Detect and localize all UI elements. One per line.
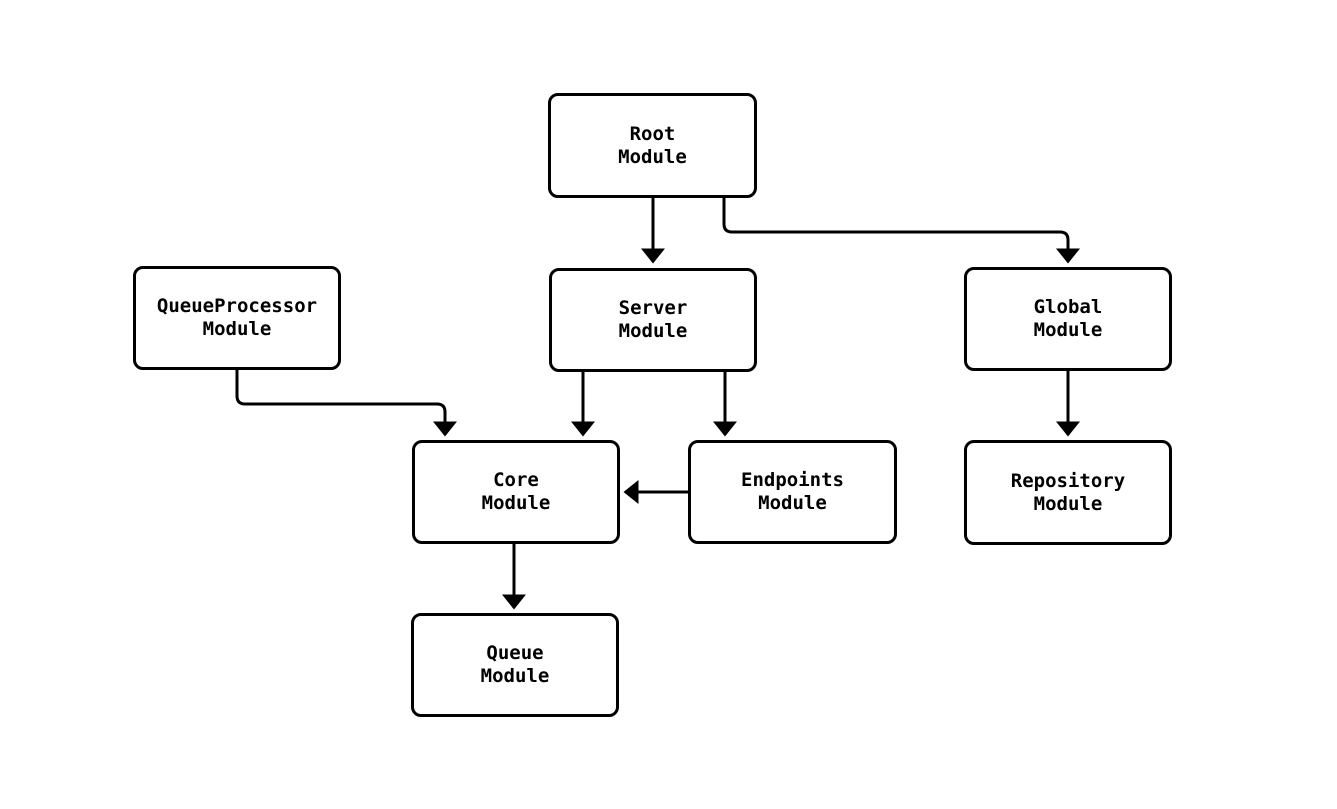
node-global-module: Global Module [964, 267, 1172, 371]
node-queue-module-label: Queue Module [480, 642, 550, 687]
node-endpoints-module: Endpoints Module [688, 440, 897, 544]
node-repository-module-label: Repository Module [1010, 469, 1126, 515]
node-core-module-label: Core Module [481, 469, 551, 514]
node-queue-module: Queue Module [411, 613, 619, 717]
node-repository-module: Repository Module [964, 440, 1172, 545]
node-global-module-label: Global Module [1033, 296, 1103, 341]
node-queueprocessor-module: QueueProcessor Module [133, 266, 341, 370]
node-queueprocessor-module-label: QueueProcessor Module [156, 295, 318, 340]
edge-root-to-global [722, 198, 1080, 264]
edge-queueprocessor-to-core [235, 370, 457, 437]
node-root-module-label: Root Module [618, 122, 687, 168]
node-server-module-label: Server Module [618, 297, 688, 342]
node-core-module: Core Module [412, 440, 620, 544]
node-server-module: Server Module [549, 268, 757, 372]
node-root-module: Root Module [548, 93, 757, 198]
node-endpoints-module-label: Endpoints Module [741, 469, 844, 514]
